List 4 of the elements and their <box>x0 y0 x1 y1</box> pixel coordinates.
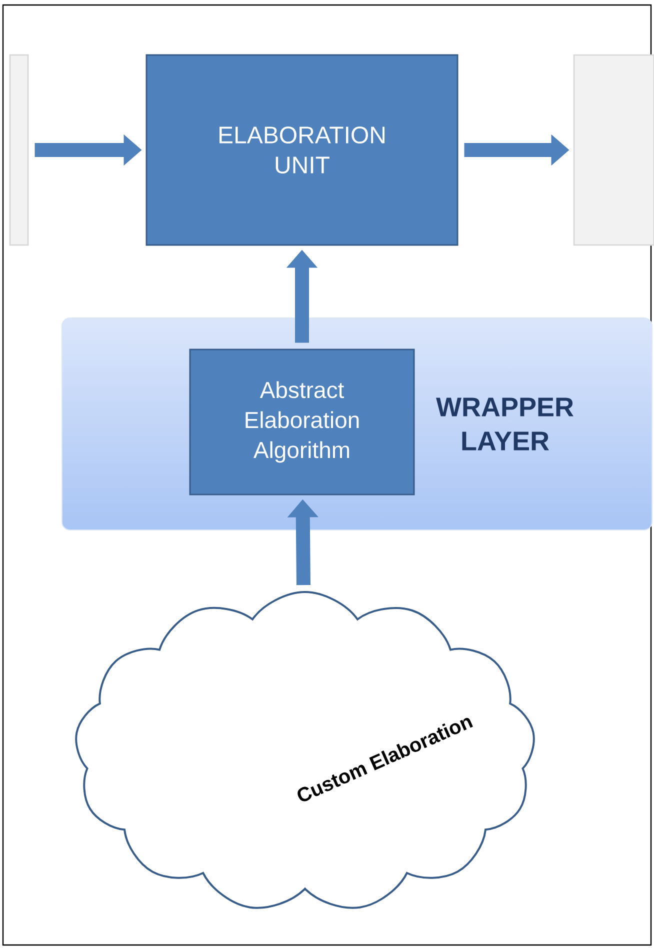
empty-box <box>573 54 654 246</box>
process-box: ELABORATION UNIT <box>146 54 458 246</box>
empty-box <box>9 54 29 246</box>
process-box: Abstract Elaboration Algorithm <box>189 348 415 496</box>
